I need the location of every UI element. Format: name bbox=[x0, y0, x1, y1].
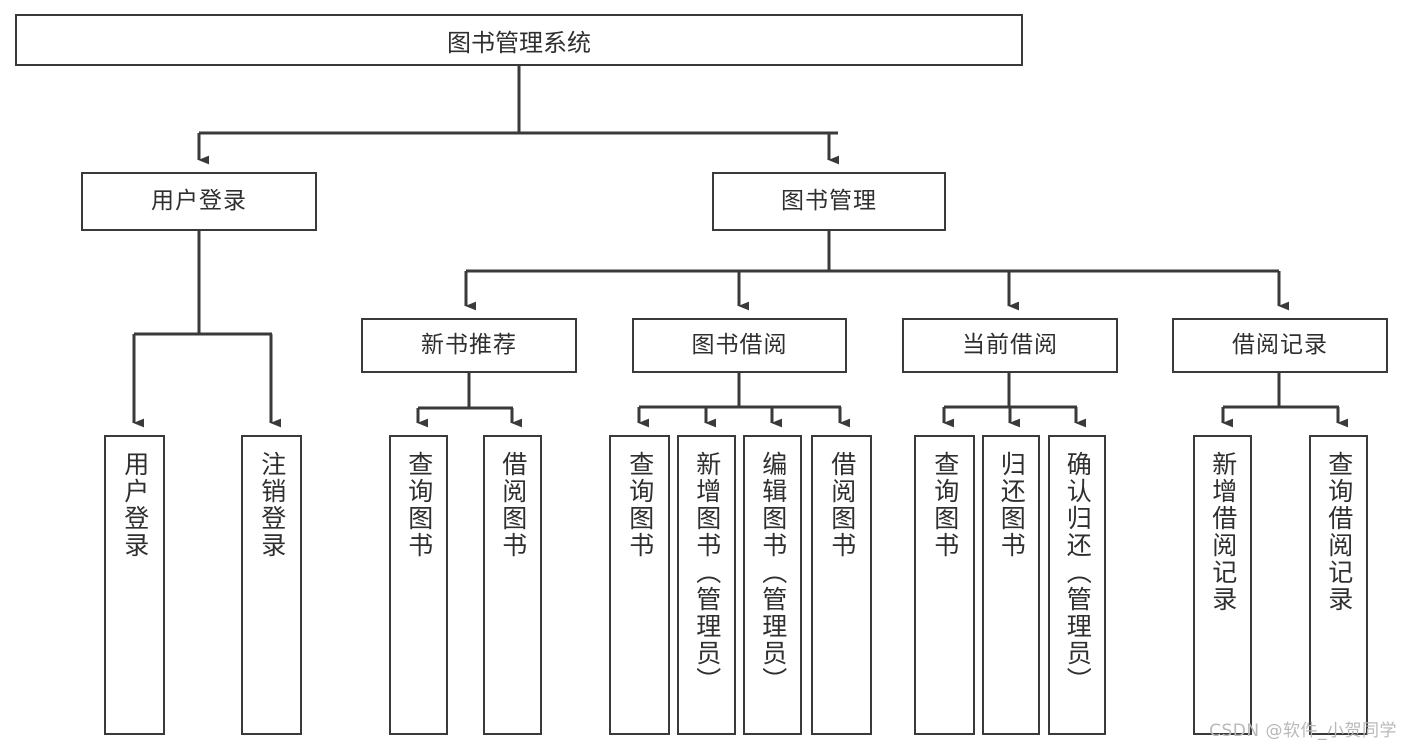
node-root[interactable]: 图书管理系统 bbox=[15, 14, 1023, 66]
node-leaf-return-book[interactable]: 归还图书 bbox=[982, 435, 1040, 735]
node-leaf-query-book-3[interactable]: 查询图书 bbox=[914, 435, 975, 735]
node-leaf-confirm-return-label: 确认归还（管理员） bbox=[1063, 451, 1093, 694]
node-user-login-label: 用户登录 bbox=[151, 187, 247, 214]
node-leaf-query-book-1[interactable]: 查询图书 bbox=[389, 435, 448, 735]
node-leaf-borrow-book-2[interactable]: 借阅图书 bbox=[811, 435, 872, 735]
node-leaf-add-book-label: 新增图书（管理员） bbox=[692, 451, 722, 694]
node-book-borrow-label: 图书借阅 bbox=[691, 331, 788, 358]
node-leaf-query-book-3-label: 查询图书 bbox=[930, 451, 960, 559]
node-leaf-borrow-book-2-label: 借阅图书 bbox=[827, 451, 857, 559]
node-borrow-record-label: 借阅记录 bbox=[1232, 331, 1328, 358]
node-leaf-borrow-book-1-label: 借阅图书 bbox=[498, 451, 528, 559]
node-leaf-borrow-book-1[interactable]: 借阅图书 bbox=[483, 435, 542, 735]
node-leaf-user-login[interactable]: 用户登录 bbox=[104, 435, 165, 735]
node-leaf-return-book-label: 归还图书 bbox=[997, 451, 1027, 559]
node-user-login[interactable]: 用户登录 bbox=[81, 172, 317, 231]
node-root-label: 图书管理系统 bbox=[447, 28, 591, 57]
node-book-manage[interactable]: 图书管理 bbox=[712, 172, 946, 231]
node-leaf-edit-book[interactable]: 编辑图书（管理员） bbox=[743, 435, 802, 735]
csdn-watermark: CSDN @软件_小贺同学 bbox=[1209, 721, 1397, 741]
node-book-manage-label: 图书管理 bbox=[781, 187, 877, 214]
node-leaf-query-book-2-label: 查询图书 bbox=[625, 451, 655, 559]
node-book-borrow[interactable]: 图书借阅 bbox=[632, 318, 847, 373]
node-leaf-query-record[interactable]: 查询借阅记录 bbox=[1309, 435, 1368, 735]
node-leaf-edit-book-label: 编辑图书（管理员） bbox=[758, 451, 788, 694]
node-leaf-query-record-label: 查询借阅记录 bbox=[1324, 451, 1354, 613]
node-leaf-logout[interactable]: 注销登录 bbox=[241, 435, 302, 735]
node-leaf-user-login-label: 用户登录 bbox=[120, 451, 150, 559]
node-current-borrow[interactable]: 当前借阅 bbox=[902, 318, 1118, 373]
node-leaf-add-book[interactable]: 新增图书（管理员） bbox=[677, 435, 736, 735]
node-current-borrow-label: 当前借阅 bbox=[962, 331, 1058, 358]
node-borrow-record[interactable]: 借阅记录 bbox=[1172, 318, 1388, 373]
node-leaf-query-book-1-label: 查询图书 bbox=[404, 451, 434, 559]
node-new-book-rec-label: 新书推荐 bbox=[421, 331, 517, 358]
node-leaf-query-book-2[interactable]: 查询图书 bbox=[609, 435, 670, 735]
node-leaf-confirm-return[interactable]: 确认归还（管理员） bbox=[1048, 435, 1106, 735]
node-leaf-add-record[interactable]: 新增借阅记录 bbox=[1193, 435, 1252, 735]
node-leaf-add-record-label: 新增借阅记录 bbox=[1208, 451, 1238, 613]
node-leaf-logout-label: 注销登录 bbox=[257, 451, 287, 559]
node-new-book-rec[interactable]: 新书推荐 bbox=[361, 318, 577, 373]
